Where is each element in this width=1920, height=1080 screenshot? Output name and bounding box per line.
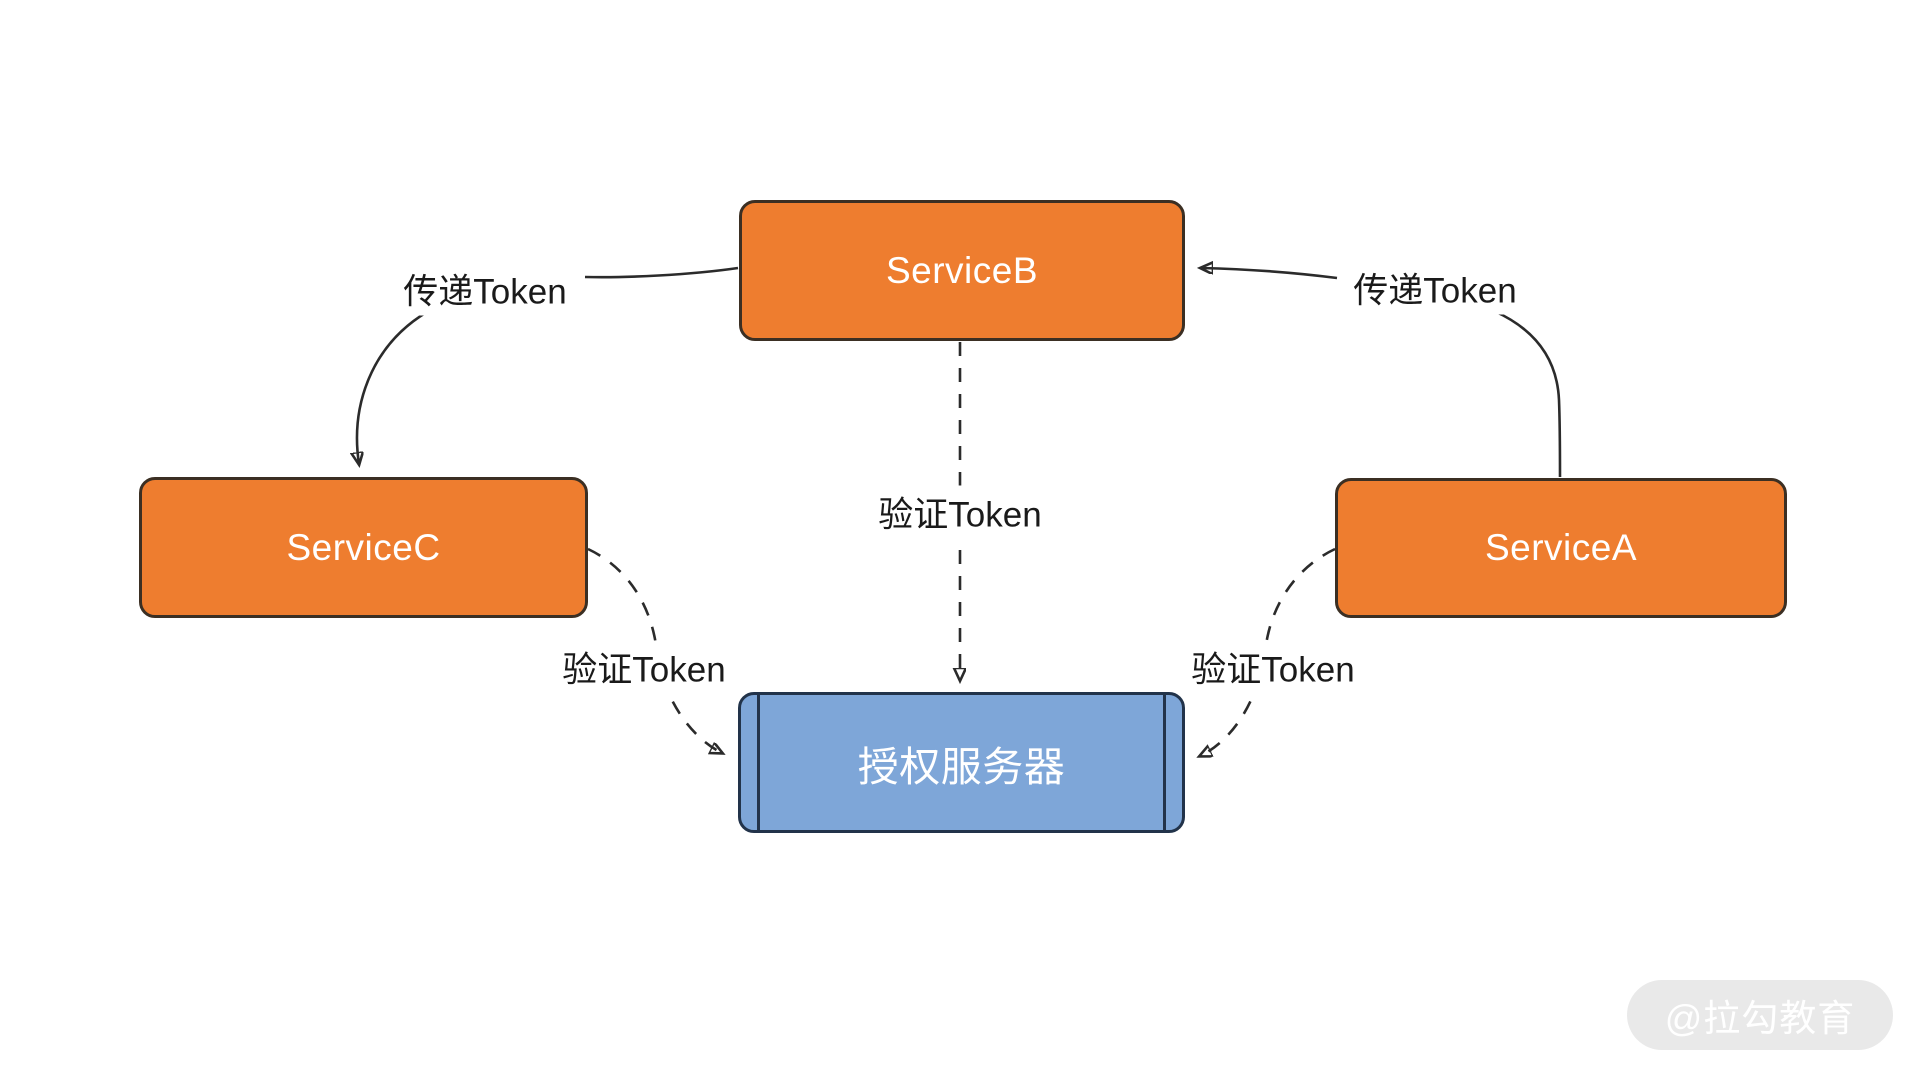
node-service-c: ServiceC: [139, 477, 588, 618]
node-auth-server: 授权服务器: [738, 692, 1185, 833]
edge-passtoken-right-to-serviceb: [1201, 268, 1338, 280]
node-service-a: ServiceA: [1335, 478, 1787, 618]
edge-label-verify-token-left: 验证Token: [559, 640, 729, 694]
node-service-c-label: ServiceC: [286, 526, 441, 568]
edge-passtoken-left-to-servicec: [357, 310, 428, 464]
edge-label-pass-token-left: 传递Token: [400, 262, 570, 316]
watermark-badge: @拉勾教育: [1627, 980, 1893, 1050]
edge-servicea-to-auth: [1200, 547, 1336, 756]
edge-servicec-to-auth: [587, 547, 722, 753]
edge-label-verify-token-middle: 验证Token: [875, 485, 1045, 539]
node-service-b: ServiceB: [739, 200, 1185, 341]
edge-servicea-to-passtoken-right: [1493, 309, 1562, 478]
watermark-text: @拉勾教育: [1664, 998, 1856, 1039]
node-service-a-label: ServiceA: [1484, 527, 1638, 568]
edge-serviceb-to-passtoken-left: [584, 266, 739, 279]
edge-label-verify-token-right: 验证Token: [1188, 640, 1358, 694]
edge-label-pass-token-right: 传递Token: [1350, 261, 1520, 315]
node-service-b-label: ServiceB: [885, 249, 1039, 291]
node-auth-server-label: 授权服务器: [857, 743, 1066, 790]
